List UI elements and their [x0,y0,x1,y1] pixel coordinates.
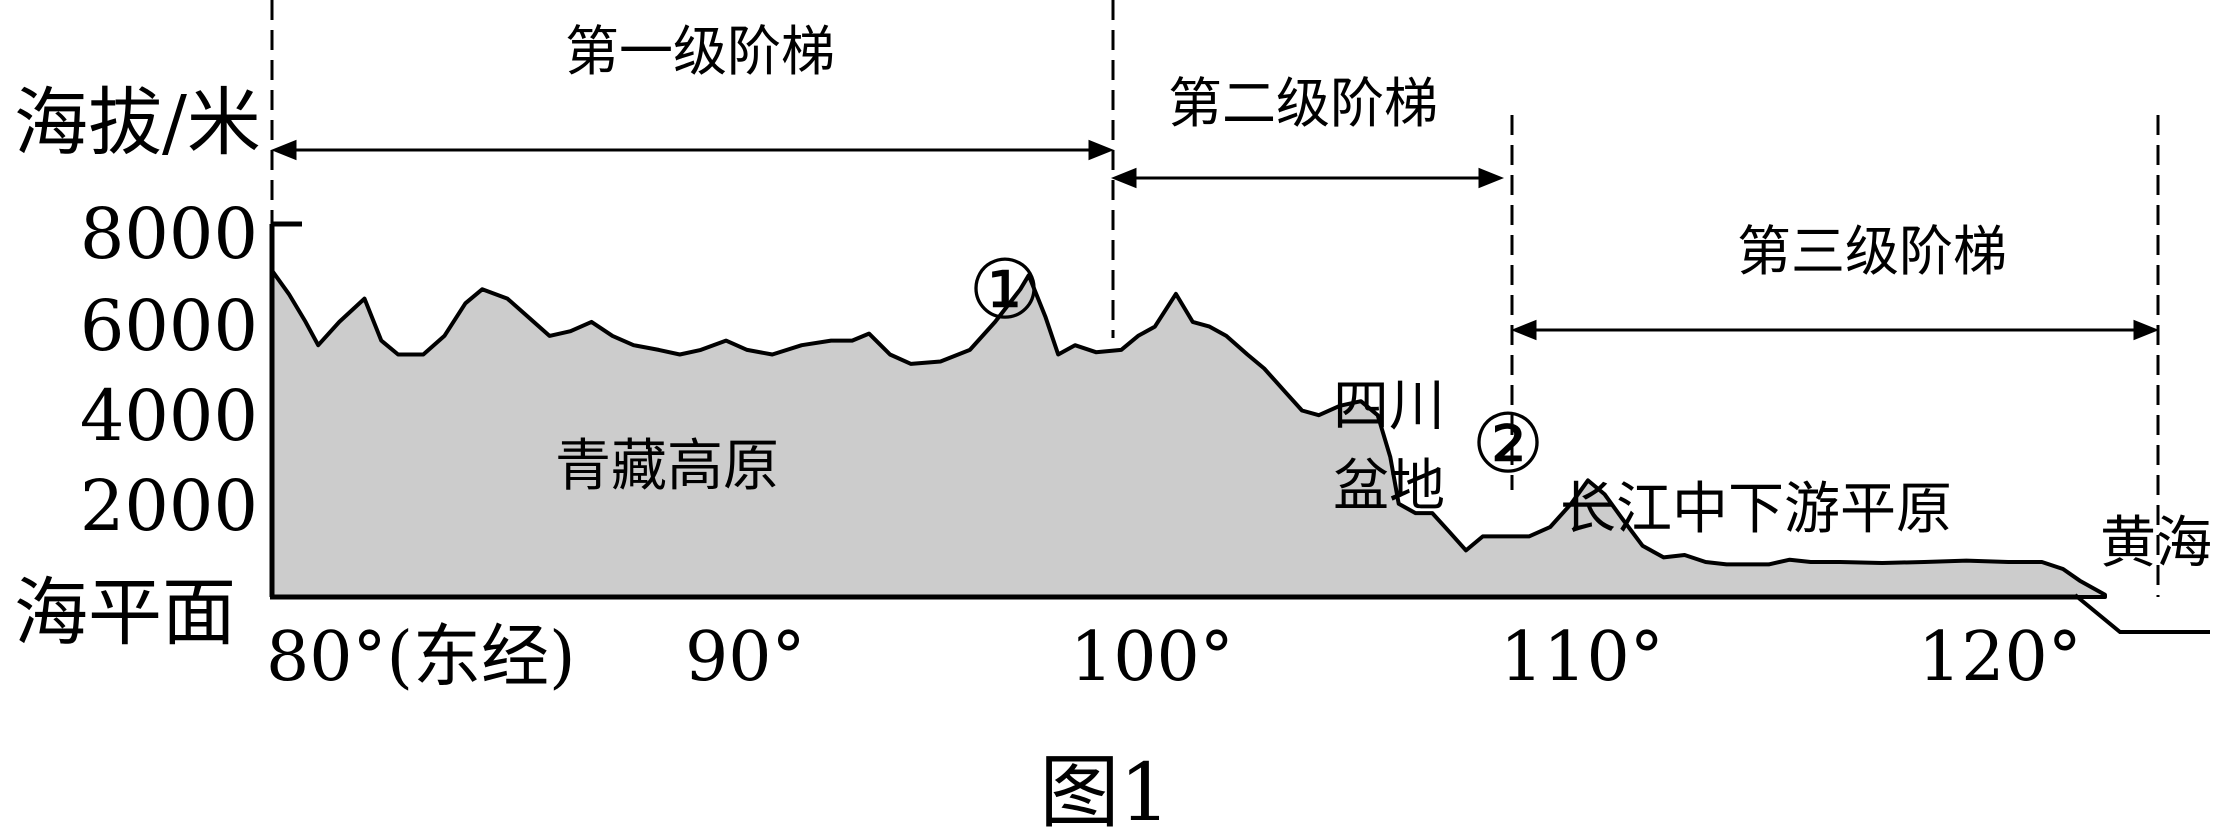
step-3-span-arrow [1510,319,2160,341]
marker-2: ② [1471,397,1545,492]
x-tick-90: 90° [685,618,806,697]
marker-1: ① [968,243,1042,338]
sea-level-label: 海平面 [14,570,236,656]
region-plain-label: 长江中下游平原 [1560,477,1952,542]
y-tick-6000: 6000 [80,285,258,367]
step-2-span-arrow [1110,167,1505,189]
figure-caption: 图1 [1040,746,1171,832]
x-tick-120: 120° [1918,618,2082,697]
x-tick-100: 100° [1070,618,1234,697]
step-3-label: 第三级阶梯 [1737,220,2007,283]
region-basin-label-line2: 盆地 [1333,454,1445,519]
x-tick-80: 80°(东经) [266,618,576,697]
region-basin-label-line1: 四川 [1333,374,1445,439]
step-1-label: 第一级阶梯 [565,20,835,83]
y-axis-title: 海拔/米 [14,80,261,166]
x-tick-110: 110° [1500,618,1664,697]
terrain-profile-area [270,268,2107,599]
y-tick-4000: 4000 [80,375,258,457]
y-tick-2000: 2000 [80,465,258,547]
step-2-label: 第二级阶梯 [1168,72,1438,135]
y-tick-8000: 8000 [80,193,258,275]
region-plateau-label: 青藏高原 [555,434,779,499]
step-1-span-arrow [270,139,1115,161]
sea-floor-line [2073,593,2210,634]
region-sea-label: 黄海 [2100,511,2212,576]
